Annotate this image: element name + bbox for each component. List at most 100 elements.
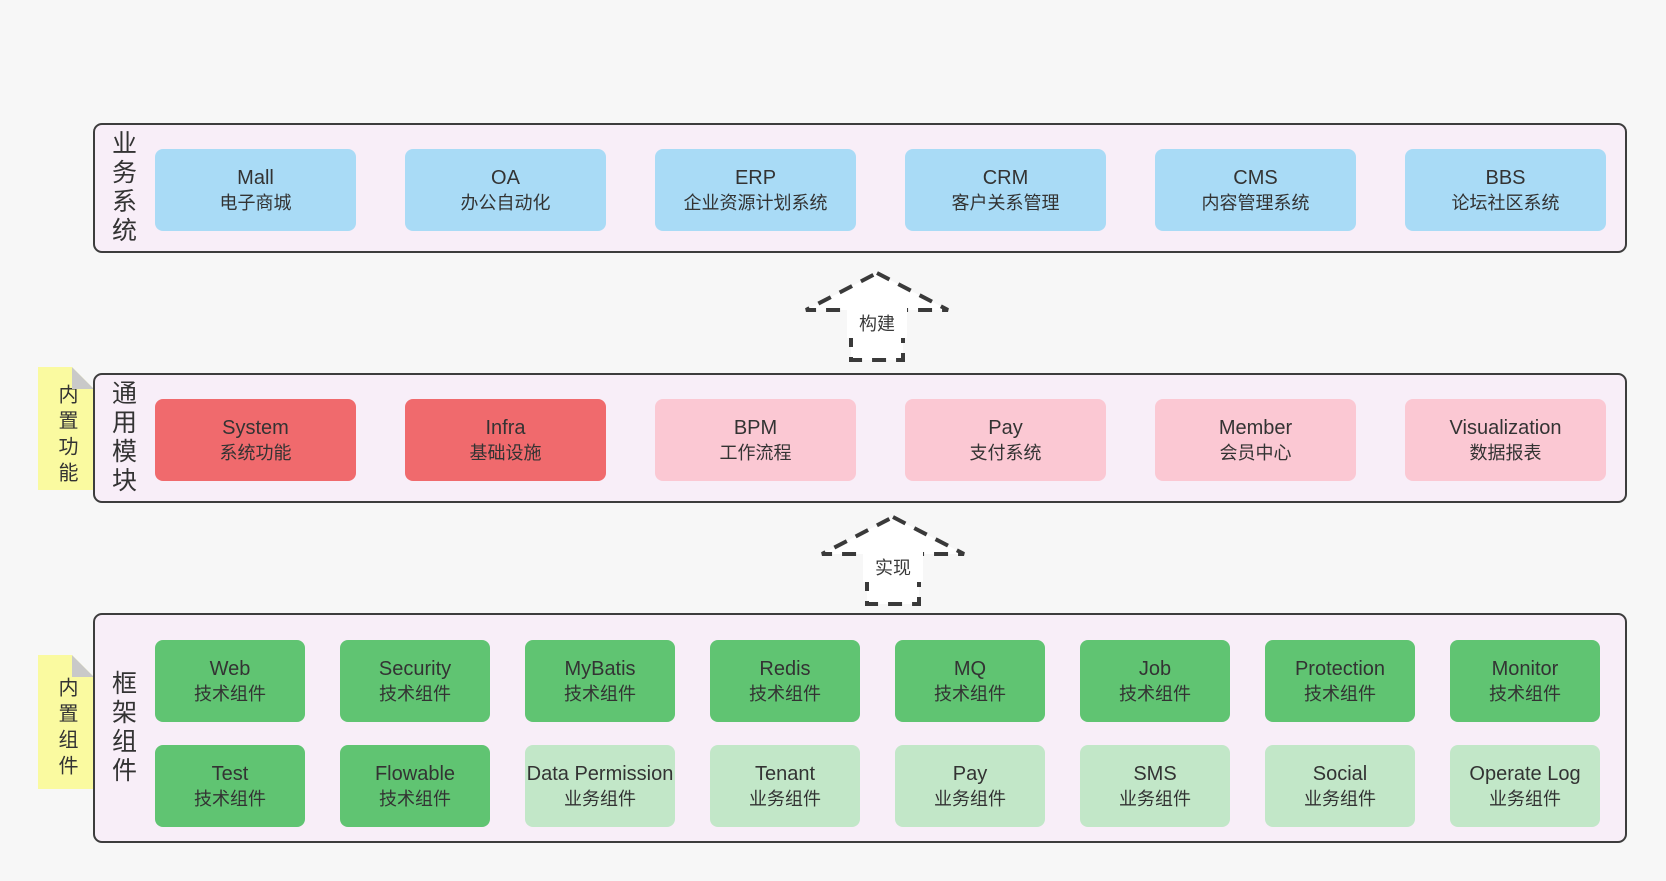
box-subtitle: 业务组件	[1119, 788, 1191, 809]
box-name: BBS	[1485, 166, 1526, 189]
box-name: Infra	[485, 416, 526, 439]
box-visualization: Visualization 数据报表	[1405, 399, 1606, 481]
box-subtitle: 企业资源计划系统	[683, 192, 828, 213]
arrow-label: 构建	[859, 314, 895, 334]
box-subtitle: 论坛社区系统	[1451, 192, 1560, 213]
box-system: System 系统功能	[155, 399, 356, 481]
box-bpm: BPM 工作流程	[655, 399, 856, 481]
box-subtitle: 技术组件	[379, 683, 451, 704]
box-operate-log: Operate Log 业务组件	[1450, 745, 1600, 827]
box-name: Tenant	[754, 762, 816, 785]
section-label: 业务系统	[108, 130, 137, 246]
box-subtitle: 电子商城	[219, 192, 292, 213]
box-name: Flowable	[374, 762, 456, 785]
box-subtitle: 技术组件	[1119, 683, 1191, 704]
section-common-modules: 通用模块 System 系统功能 Infra 基础设施 BPM 工作流程 Pay…	[93, 373, 1627, 503]
box-flowable: Flowable 技术组件	[340, 745, 490, 827]
folded-corner-icon	[72, 655, 94, 677]
sticky-note-label: 内置组件	[55, 677, 77, 781]
box-cms: CMS 内容管理系统	[1155, 149, 1356, 231]
section-framework-components: 框架组件 Web 技术组件 Security 技术组件 MyBatis 技术组件…	[93, 613, 1627, 843]
box-name: Visualization	[1449, 416, 1562, 439]
box-protection: Protection 技术组件	[1265, 640, 1415, 722]
box-subtitle: 技术组件	[1304, 683, 1376, 704]
box-monitor: Monitor 技术组件	[1450, 640, 1600, 722]
sticky-note-label: 内置功能	[55, 383, 77, 488]
box-subtitle: 数据报表	[1469, 442, 1542, 463]
box-subtitle: 办公自动化	[460, 192, 551, 213]
build-arrow: 构建	[805, 270, 949, 362]
box-subtitle: 系统功能	[219, 442, 292, 463]
box-subtitle: 技术组件	[379, 788, 451, 809]
box-name: Job	[1138, 657, 1172, 680]
box-subtitle: 工作流程	[719, 442, 792, 463]
box-sms: SMS 业务组件	[1080, 745, 1230, 827]
box-mall: Mall 电子商城	[155, 149, 356, 231]
folded-corner-icon	[72, 367, 94, 389]
box-test: Test 技术组件	[155, 745, 305, 827]
box-subtitle: 技术组件	[1489, 683, 1561, 704]
section-business-systems: 业务系统 Mall 电子商城 OA 办公自动化 ERP 企业资源计划系统 CRM…	[93, 123, 1627, 253]
box-name: Pay	[988, 416, 1023, 439]
box-web: Web 技术组件	[155, 640, 305, 722]
box-pay-biz: Pay 业务组件	[895, 745, 1045, 827]
arrow-label: 实现	[875, 558, 911, 578]
box-name: MyBatis	[564, 657, 636, 680]
box-social: Social 业务组件	[1265, 745, 1415, 827]
box-mq: MQ 技术组件	[895, 640, 1045, 722]
box-subtitle: 内容管理系统	[1201, 192, 1310, 213]
box-name: Data Permission	[526, 762, 674, 785]
box-name: Monitor	[1491, 657, 1559, 680]
box-subtitle: 支付系统	[969, 442, 1042, 463]
box-subtitle: 客户关系管理	[951, 192, 1060, 213]
framework-row-2: Test 技术组件 Flowable 技术组件 Data Permission …	[155, 745, 1600, 827]
box-subtitle: 技术组件	[749, 683, 821, 704]
box-name: Protection	[1294, 657, 1386, 680]
box-oa: OA 办公自动化	[405, 149, 606, 231]
section-label: 框架组件	[108, 670, 137, 786]
box-name: Mall	[237, 166, 274, 189]
box-name: CRM	[982, 166, 1029, 189]
box-subtitle: 技术组件	[194, 788, 266, 809]
box-name: Security	[378, 657, 452, 680]
box-name: OA	[491, 166, 520, 189]
box-name: SMS	[1133, 762, 1177, 785]
box-data-permission: Data Permission 业务组件	[525, 745, 675, 827]
box-subtitle: 会员中心	[1219, 442, 1292, 463]
box-subtitle: 技术组件	[934, 683, 1006, 704]
sticky-note-builtin-components: 内置组件	[38, 655, 94, 789]
box-erp: ERP 企业资源计划系统	[655, 149, 856, 231]
box-redis: Redis 技术组件	[710, 640, 860, 722]
arrow-label-backdrop	[863, 552, 923, 582]
box-name: ERP	[734, 166, 777, 189]
box-subtitle: 业务组件	[1489, 788, 1561, 809]
modules-boxes-row: System 系统功能 Infra 基础设施 BPM 工作流程 Pay 支付系统…	[155, 399, 1606, 481]
box-member: Member 会员中心	[1155, 399, 1356, 481]
box-job: Job 技术组件	[1080, 640, 1230, 722]
box-subtitle: 基础设施	[469, 442, 542, 463]
box-bbs: BBS 论坛社区系统	[1405, 149, 1606, 231]
box-tenant: Tenant 业务组件	[710, 745, 860, 827]
box-name: Pay	[952, 762, 988, 785]
business-boxes-row: Mall 电子商城 OA 办公自动化 ERP 企业资源计划系统 CRM 客户关系…	[155, 149, 1606, 231]
sticky-note-builtin-features: 内置功能	[38, 367, 94, 490]
box-name: BPM	[733, 416, 778, 439]
box-security: Security 技术组件	[340, 640, 490, 722]
box-name: Redis	[759, 657, 811, 680]
box-subtitle: 业务组件	[1304, 788, 1376, 809]
box-subtitle: 业务组件	[934, 788, 1006, 809]
box-name: Web	[209, 657, 251, 680]
box-name: CMS	[1233, 166, 1278, 189]
box-mybatis: MyBatis 技术组件	[525, 640, 675, 722]
box-name: Operate Log	[1469, 762, 1581, 785]
box-subtitle: 业务组件	[564, 788, 636, 809]
arrow-label-backdrop	[847, 308, 907, 338]
box-subtitle: 技术组件	[564, 683, 636, 704]
section-label: 通用模块	[108, 380, 137, 496]
box-name: Social	[1312, 762, 1368, 785]
box-name: Test	[211, 762, 249, 785]
box-name: Member	[1218, 416, 1293, 439]
box-pay: Pay 支付系统	[905, 399, 1106, 481]
implement-arrow: 实现	[821, 514, 965, 606]
box-infra: Infra 基础设施	[405, 399, 606, 481]
